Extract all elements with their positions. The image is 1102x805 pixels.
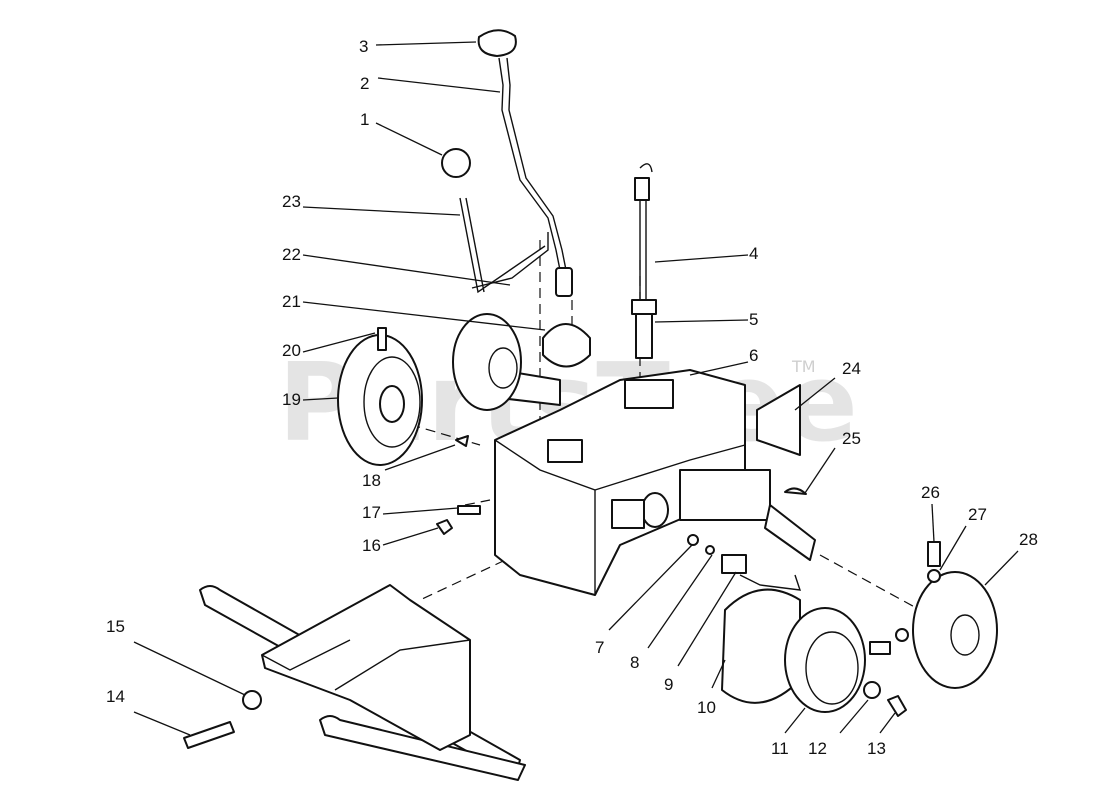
boot-21 — [542, 323, 591, 368]
callout-22: 22 — [282, 245, 301, 264]
callout-4: 4 — [749, 244, 758, 263]
output-housing — [679, 469, 771, 521]
bolt-14 — [183, 721, 235, 749]
callout-24: 24 — [842, 359, 861, 378]
frame-body — [261, 584, 471, 751]
input-assembly — [452, 313, 561, 411]
drum-11 — [784, 607, 866, 713]
knob-1 — [441, 148, 471, 178]
band-tab — [739, 574, 802, 591]
callout-6: 6 — [749, 346, 758, 365]
shift-port — [547, 439, 583, 463]
hub-28 — [912, 571, 998, 689]
bracket-22 — [471, 232, 549, 289]
watermark-trademark: TM — [791, 357, 816, 376]
flange-hub — [488, 347, 518, 389]
callout-13: 13 — [867, 739, 886, 758]
lever-23 — [459, 197, 546, 294]
cable-assembly — [631, 163, 657, 359]
frame-assembly — [199, 584, 526, 781]
side-plate — [611, 499, 645, 529]
plug-7 — [687, 534, 699, 546]
nut-16 — [436, 519, 453, 535]
side-boss — [641, 492, 669, 528]
callout-12: 12 — [808, 739, 827, 758]
key-18 — [455, 435, 469, 447]
washer-15 — [242, 690, 262, 710]
callout-3: 3 — [359, 37, 368, 56]
axle-tube-lower — [319, 715, 526, 781]
pulley-19 — [337, 327, 469, 466]
callout-19: 19 — [282, 390, 301, 409]
callout-8: 8 — [630, 653, 639, 672]
leader-lines — [133, 41, 1019, 736]
callout-10: 10 — [697, 698, 716, 717]
callout-20: 20 — [282, 341, 301, 360]
set-screw-26 — [927, 541, 941, 567]
flange-21 — [452, 313, 522, 411]
key-25 — [784, 487, 807, 495]
nut-stud — [895, 628, 909, 642]
callout-9: 9 — [664, 675, 673, 694]
housing-edges — [494, 439, 746, 595]
gearbox-housing — [494, 369, 771, 596]
fitting-5-body — [635, 313, 653, 359]
callout-15: 15 — [106, 617, 125, 636]
shift-lever-assembly — [441, 29, 591, 368]
callout-5: 5 — [749, 310, 758, 329]
callout-14: 14 — [106, 687, 125, 706]
plate-24 — [756, 384, 801, 456]
frame-edges — [261, 639, 471, 691]
bracket-9 — [721, 554, 747, 574]
callout-16: 16 — [362, 536, 381, 555]
top-plate-6 — [624, 379, 674, 409]
callout-7: 7 — [595, 638, 604, 657]
fasteners-left — [436, 505, 481, 535]
callout-27: 27 — [968, 505, 987, 524]
callout-2: 2 — [360, 74, 369, 93]
fitting-5 — [631, 299, 657, 315]
washer-8 — [705, 545, 715, 555]
nut-27 — [927, 569, 941, 583]
bolt-13 — [887, 695, 907, 717]
pulley-hub — [379, 385, 405, 423]
lever-collar — [555, 267, 573, 297]
hub-outer — [912, 571, 998, 689]
callout-25: 25 — [842, 429, 861, 448]
lever-2 — [498, 57, 561, 271]
callout-26: 26 — [921, 483, 940, 502]
cable-end — [634, 177, 650, 201]
drum-inner — [805, 631, 859, 705]
output-shaft — [764, 504, 816, 561]
callout-28: 28 — [1019, 530, 1038, 549]
callout-18: 18 — [362, 471, 381, 490]
knob-3 — [477, 29, 517, 57]
callout-21: 21 — [282, 292, 301, 311]
hub-bore — [950, 614, 980, 656]
brake-band-10 — [721, 574, 802, 704]
lever-2-edge — [506, 57, 567, 271]
callout-labels: 3 2 1 23 22 21 20 19 18 17 16 15 14 4 5 … — [106, 37, 1038, 758]
callout-23: 23 — [282, 192, 301, 211]
set-screw-20 — [377, 327, 387, 351]
callout-11: 11 — [771, 739, 789, 758]
bolt-17 — [457, 505, 481, 515]
drum-outer — [784, 607, 866, 713]
callout-1: 1 — [360, 110, 369, 129]
pulley-groove — [363, 356, 421, 448]
stud — [869, 641, 891, 655]
washer-12 — [863, 681, 881, 699]
callout-17: 17 — [362, 503, 381, 522]
